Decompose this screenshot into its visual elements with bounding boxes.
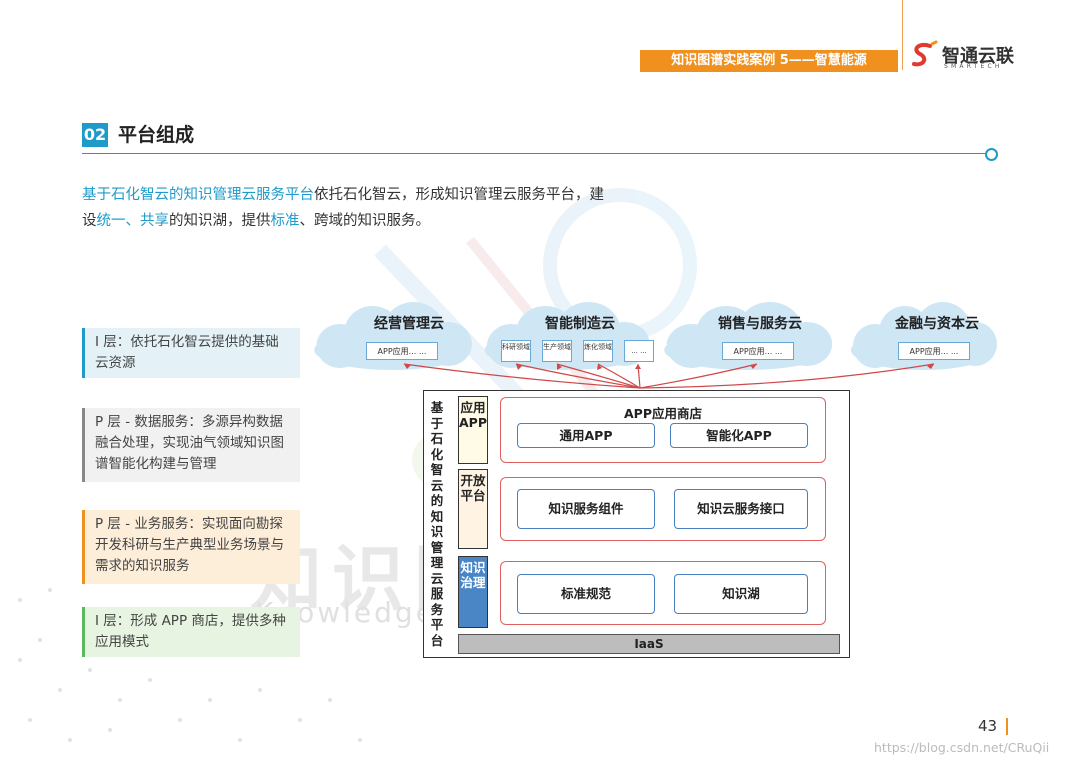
section-number: 02 [82,123,108,147]
intro-highlight: 基于石化智云的知识管理云服务平台 [82,187,314,203]
smart-app-box: 智能化APP [670,423,808,448]
source-credit: https://blog.csdn.net/CRuQii [874,740,1050,755]
layer-box-p-business: P 层 - 业务服务：实现面向勘探开发科研与生产典型业务场景与需求的知识服务 [82,510,300,584]
cloud-app-box: APP应用... ... [898,342,970,360]
arrowhead-icon [635,364,641,369]
intro-text: 依托石化智云，形成知识管理云服务平台，建 [314,187,604,203]
cloud-title-finance: 金融与资本云 [895,316,979,332]
intro-line-2: 设统一、共享的知识湖，提供标准、跨域的知识服务。 [82,210,430,232]
domain-box-research: 科研领域 [501,340,531,362]
pill-app: 应用APP [458,396,488,464]
layer-box-p-data: P 层 - 数据服务：多源异构数据融合处理，实现油气领域知识图谱智能化构建与管理 [82,408,300,482]
section-divider [82,153,988,154]
header-divider [902,0,903,70]
pill-open-platform: 开放平台 [458,469,488,549]
arrowhead-icon [597,364,602,370]
pill-knowledge-governance: 知识治理 [458,556,488,628]
divider-end-circle-icon [985,148,998,161]
intro-text: 、跨域的知识服务。 [299,213,431,229]
intro-line-1: 基于石化智云的知识管理云服务平台依托石化智云，形成知识管理云服务平台，建 [82,184,604,206]
cloud-service-interface-box: 知识云服务接口 [674,489,808,529]
connector-arrows [403,363,935,389]
connector-arrow [597,363,641,389]
service-component-box: 知识服务组件 [517,489,655,529]
cloud-title-sales-service: 销售与服务云 [718,316,802,332]
intro-text: 设 [82,213,97,229]
cloud-title-management: 经营管理云 [374,316,444,332]
arrowhead-icon [557,364,562,370]
section-title: 平台组成 [118,124,195,146]
cloud-app-box: APP应用... ... [722,342,794,360]
layer-box-i-base: I 层：依托石化智云提供的基础云资源 [82,328,300,378]
intro-highlight: 统一、共享 [96,213,170,229]
cloud-title-manufacturing: 智能制造云 [545,316,615,332]
platform-vertical-title: 基于石化智云的知识管理云服务平台 [430,400,444,648]
domain-box-refining: 炼化领域 [583,340,613,362]
smartech-logo-icon [912,40,938,67]
domain-box-production: 生产领域 [542,340,572,362]
app-store-title: APP应用商店 [624,406,702,421]
arrowhead-icon [927,364,934,369]
page-number: 43 [978,717,998,735]
connector-arrow [639,363,758,389]
arrowhead-icon [750,364,757,369]
cloud-app-box: APP应用... ... [366,342,438,360]
intro-text: 的知识湖，提供 [169,213,271,229]
arrowhead-icon [404,364,411,369]
connector-arrow [403,363,641,389]
general-app-box: 通用APP [517,423,655,448]
domain-box-more: ... ... [624,340,654,362]
arrowhead-icon [516,364,522,370]
knowledge-lake-box: 知识湖 [674,574,808,614]
page-number-bar [1006,718,1008,735]
logo-text: 智通云联 [942,46,1014,67]
layer-box-i-appstore: I 层：形成 APP 商店，提供多种应用模式 [82,607,300,657]
connector-arrow [556,363,641,389]
iaas-bar: IaaS [458,634,840,654]
connector-arrow [639,363,935,389]
header-case-title: 知识图谱实践案例 5——智慧能源 [640,50,898,72]
connector-arrow [515,363,641,389]
logo-subtext: SMARTECH [944,63,1003,70]
intro-highlight: 标准 [270,213,300,229]
standard-spec-box: 标准规范 [517,574,655,614]
